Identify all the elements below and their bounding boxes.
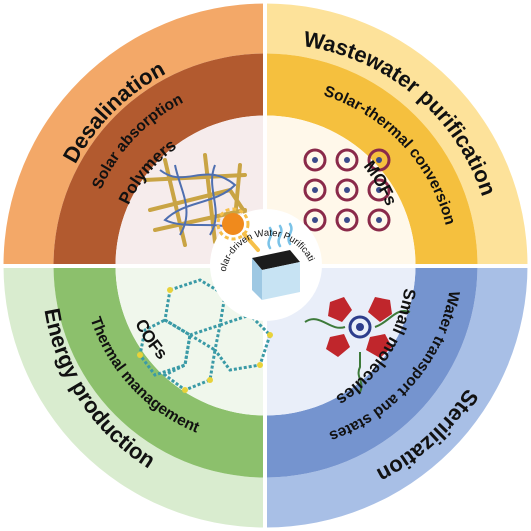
outer-ring-segment-desalination <box>3 3 266 266</box>
mof-node <box>303 208 327 232</box>
mof-node-core <box>344 187 350 193</box>
middle-ring-segment-solar-absorption <box>53 53 266 266</box>
middle-ring-segment-solar-thermal <box>265 53 478 266</box>
mof-node-core <box>376 187 382 193</box>
evaporator-device-icon <box>252 250 300 300</box>
mof-node <box>367 148 391 172</box>
mof-node <box>335 148 359 172</box>
middle-ring-segment-thermal-management <box>53 265 266 478</box>
mof-node-core <box>312 157 318 163</box>
mof-node <box>367 178 391 202</box>
outer-ring <box>3 3 528 528</box>
mof-node-core <box>344 157 350 163</box>
sun-icon <box>216 207 260 252</box>
vapor-icon <box>267 222 293 250</box>
small-molecule-image <box>304 297 411 393</box>
mof-node <box>367 208 391 232</box>
middle-ring <box>53 53 478 478</box>
middle-ring-segment-water-transport <box>265 265 478 478</box>
mof-lattice-image <box>303 148 391 232</box>
mof-node <box>303 148 327 172</box>
outer-ring-segment-wastewater <box>265 3 528 266</box>
mof-node-core <box>344 217 350 223</box>
polymer-network-image <box>143 153 252 247</box>
mof-node-core <box>312 187 318 193</box>
outer-ring-segment-sterilization <box>265 265 528 528</box>
mof-node-core <box>376 157 382 163</box>
mof-node <box>335 208 359 232</box>
mof-node <box>303 178 327 202</box>
outer-ring-segment-energy <box>3 265 266 528</box>
mof-node <box>335 178 359 202</box>
mof-node-core <box>312 217 318 223</box>
mof-node-core <box>376 217 382 223</box>
